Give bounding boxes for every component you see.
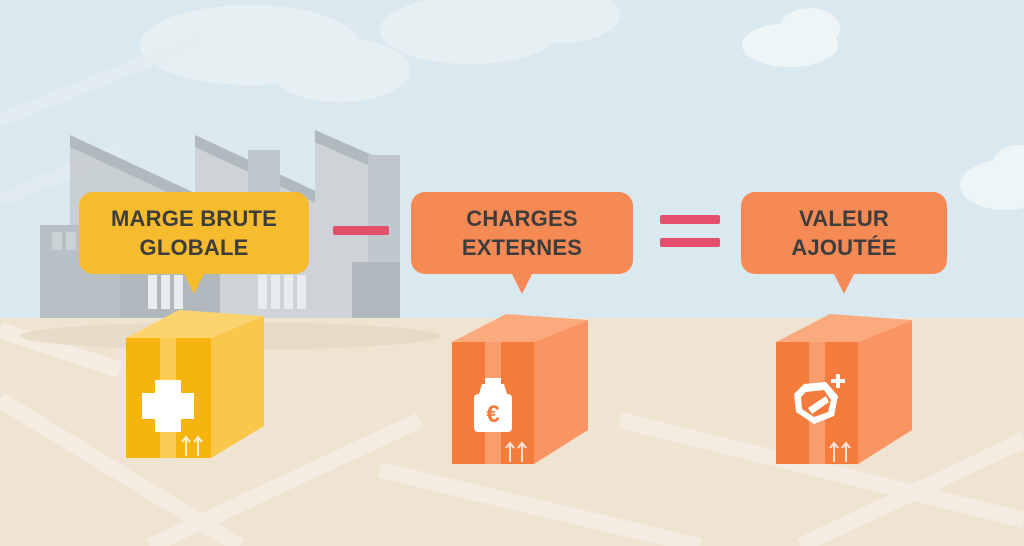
gem-plus-icon	[794, 374, 845, 424]
plus-cross-icon	[142, 380, 194, 432]
euro-weight-icon: €	[474, 378, 512, 432]
valeur-ajoutee-label: VALEUR AJOUTÉE	[791, 206, 897, 260]
cloud-shape	[742, 8, 1024, 210]
charges-externes-label: CHARGES EXTERNES	[461, 206, 583, 260]
cloud-shape	[140, 0, 620, 102]
valeur-ajoutee-box	[776, 314, 912, 464]
marge-brute-label: MARGE BRUTE GLOBALE	[111, 206, 277, 260]
charges-externes-label-bubble: CHARGES EXTERNES	[411, 192, 633, 294]
equals-operator-icon	[660, 215, 720, 249]
marge-brute-label-bubble: MARGE BRUTE GLOBALE	[79, 192, 309, 294]
marge-brute-box	[126, 310, 264, 458]
valeur-ajoutee-label-bubble: VALEUR AJOUTÉE	[741, 192, 947, 294]
minus-operator-icon	[333, 226, 389, 238]
svg-text:€: €	[486, 401, 499, 428]
charges-externes-box: €	[452, 314, 588, 464]
